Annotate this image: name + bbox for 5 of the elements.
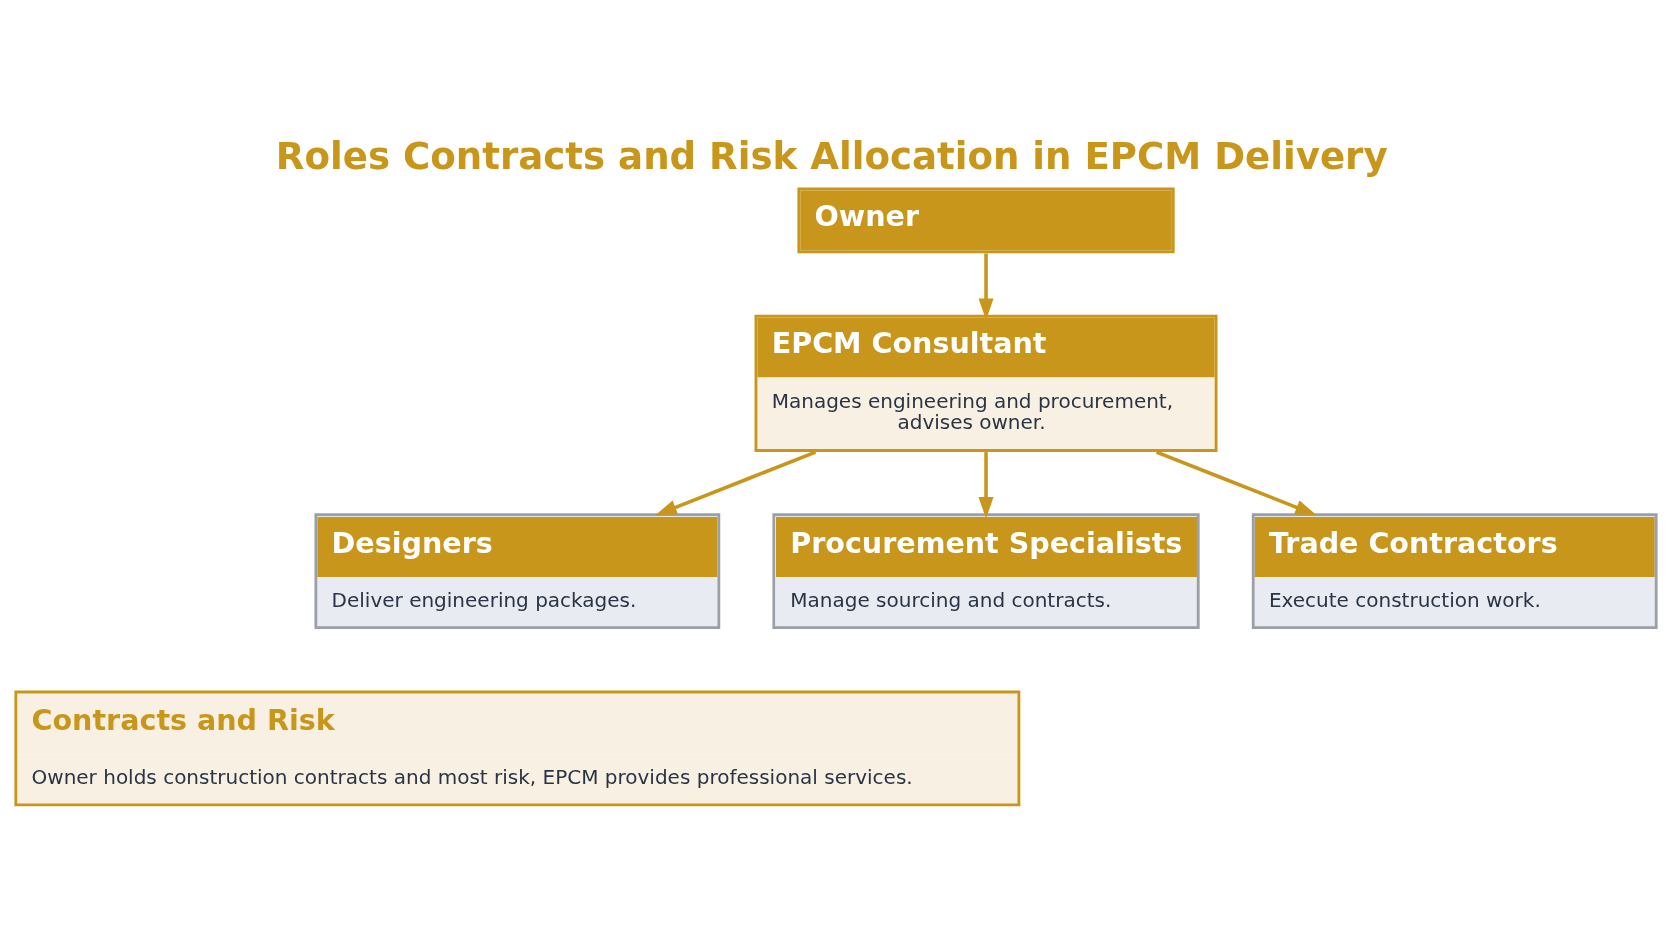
arrow [978,452,994,519]
arrow [655,450,817,516]
arrow [1155,450,1317,516]
diagram-title: Roles Contracts and Risk Allocation in EPCM Delivery [275,134,1388,178]
arrow [978,253,994,321]
